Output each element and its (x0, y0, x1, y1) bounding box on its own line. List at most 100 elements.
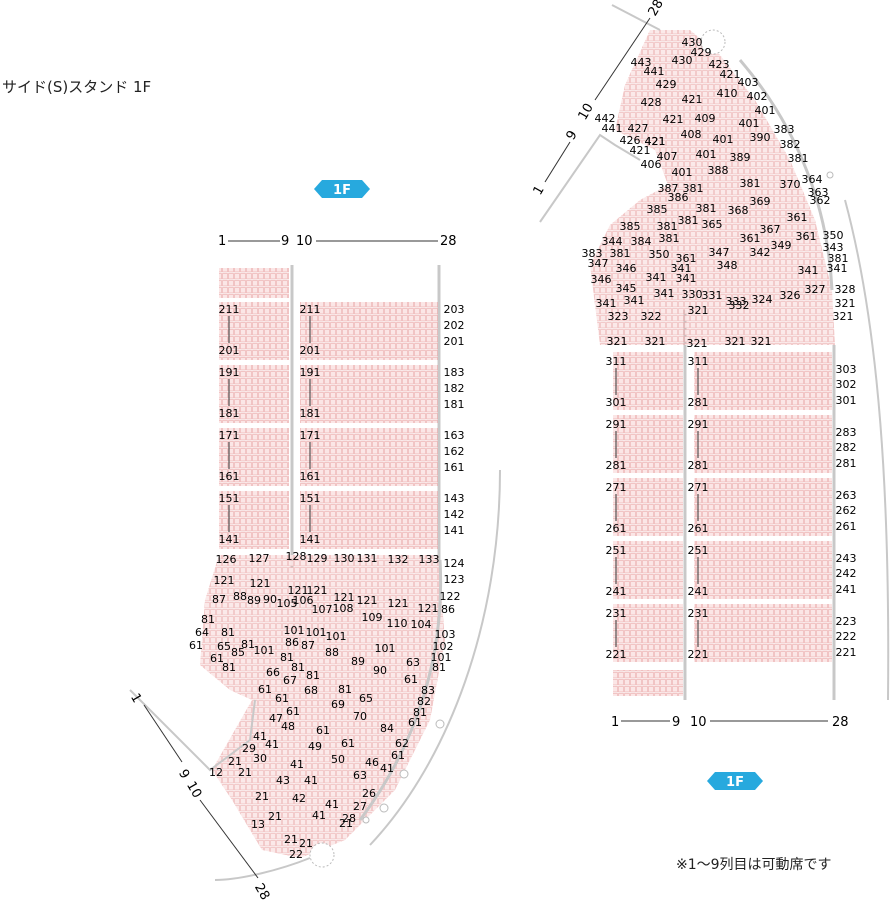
svg-text:9: 9 (281, 234, 289, 249)
row-label: 46 (365, 756, 379, 769)
row-label: 368 (728, 204, 749, 217)
row-label: 341 (646, 271, 667, 284)
row-label: 441 (644, 65, 665, 78)
row-label: 223 (836, 615, 857, 628)
row-label: 341 (798, 264, 819, 277)
row-label: 62 (395, 737, 409, 750)
row-label: 281 (836, 457, 857, 470)
row-label: 231 (606, 607, 627, 620)
row-label: 349 (771, 239, 792, 252)
row-label: 109 (362, 611, 383, 624)
row-label: 61 (391, 749, 405, 762)
row-label: 87 (212, 593, 226, 606)
row-label: 201 (300, 344, 321, 357)
row-label: 106 (293, 594, 314, 607)
row-label: 301 (836, 394, 857, 407)
row-label: 121 (388, 597, 409, 610)
row-label: 361 (787, 211, 808, 224)
row-label: 163 (444, 429, 465, 442)
row-label: 241 (688, 585, 709, 598)
row-label: 61 (341, 737, 355, 750)
row-label: 121 (214, 574, 235, 587)
row-label: 86 (441, 603, 455, 616)
row-label: 65 (359, 692, 373, 705)
row-label: 281 (688, 459, 709, 472)
row-label: 302 (836, 378, 857, 391)
row-label: 369 (750, 195, 771, 208)
row-label: 321 (751, 335, 772, 348)
row-label: 142 (444, 508, 465, 521)
row-label: 81 (291, 661, 305, 674)
row-label: 442 (595, 112, 616, 125)
row-label: 341 (676, 272, 697, 285)
svg-text:9: 9 (564, 128, 581, 143)
svg-text:28: 28 (646, 0, 667, 19)
svg-text:10: 10 (296, 234, 313, 249)
row-label: 191 (300, 366, 321, 379)
row-label: 221 (836, 646, 857, 659)
row-label: 291 (606, 418, 627, 431)
row-label: 402 (747, 90, 768, 103)
svg-text:1: 1 (531, 183, 548, 198)
row-label: 128 (286, 550, 307, 563)
row-label: 344 (602, 235, 623, 248)
row-label: 124 (444, 557, 465, 570)
row-label: 382 (780, 138, 801, 151)
row-label: 130 (334, 552, 355, 565)
row-label: 64 (195, 626, 209, 639)
row-label: 390 (750, 131, 771, 144)
row-label: 67 (283, 674, 297, 687)
row-label: 21 (255, 790, 269, 803)
row-label: 346 (616, 262, 637, 275)
row-label: 321 (688, 304, 709, 317)
row-label: 408 (681, 128, 702, 141)
row-label: 122 (440, 590, 461, 603)
row-label: 343 (823, 241, 844, 254)
row-label: 407 (657, 150, 678, 163)
row-label: 162 (444, 445, 465, 458)
row-label: 321 (645, 335, 666, 348)
row-label: 321 (725, 335, 746, 348)
row-label: 345 (616, 282, 637, 295)
row-label: 61 (404, 673, 418, 686)
row-label: 82 (417, 695, 431, 708)
row-label: 384 (631, 235, 652, 248)
row-label: 388 (708, 164, 729, 177)
row-label: 132 (388, 553, 409, 566)
row-label: 61 (189, 639, 203, 652)
row-label: 141 (219, 533, 240, 546)
row-label: 383 (582, 247, 603, 260)
row-label: 261 (606, 522, 627, 535)
row-label: 341 (671, 262, 692, 275)
row-label: 361 (796, 230, 817, 243)
row-label: 102 (433, 640, 454, 653)
row-label: 89 (247, 594, 261, 607)
row-label: 261 (836, 520, 857, 533)
row-label: 21 (228, 755, 242, 768)
row-label: 21 (339, 817, 353, 830)
row-label: 350 (649, 248, 670, 261)
row-label: 121 (288, 584, 309, 597)
row-label: 281 (688, 396, 709, 409)
row-label: 126 (216, 553, 237, 566)
row-label: 143 (444, 492, 465, 505)
row-label: 421 (645, 135, 666, 148)
row-label: 29 (242, 742, 256, 755)
row-label: 88 (325, 646, 339, 659)
row-label: 101 (326, 630, 347, 643)
row-label: 348 (717, 259, 738, 272)
row-label: 381 (740, 177, 761, 190)
row-label: 101 (306, 626, 327, 639)
row-label: 41 (265, 738, 279, 751)
row-label: 141 (300, 533, 321, 546)
row-label: 21 (268, 810, 282, 823)
row-label: 103 (435, 628, 456, 641)
row-label: 131 (357, 552, 378, 565)
row-label: 47 (269, 712, 283, 725)
svg-text:28: 28 (251, 881, 272, 903)
row-label: 61 (258, 683, 272, 696)
row-label: 263 (836, 489, 857, 502)
row-label: 243 (836, 552, 857, 565)
row-label: 61 (408, 716, 422, 729)
row-label: 427 (628, 122, 649, 135)
